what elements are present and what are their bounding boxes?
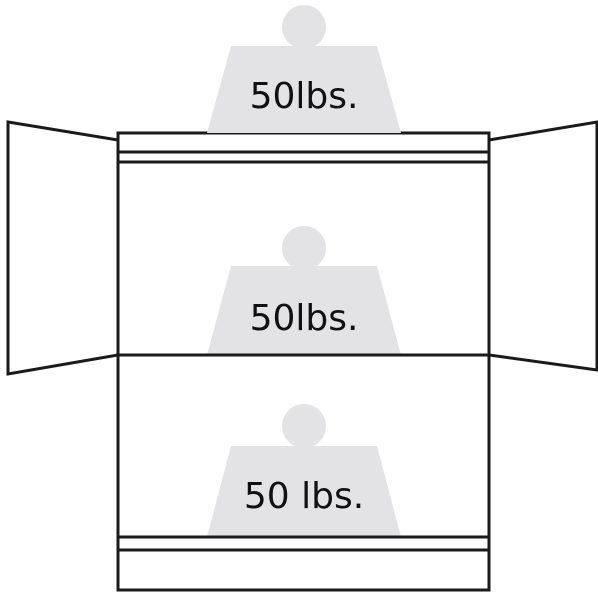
- weight-bottom: 50 lbs.: [207, 404, 401, 537]
- weight-top-handle: [282, 5, 326, 49]
- weight-bottom-label: 50 lbs.: [244, 476, 364, 517]
- left-door: [6, 120, 120, 376]
- weight-bottom-body: [207, 446, 401, 537]
- weight-middle-label: 50lbs.: [250, 298, 359, 339]
- weight-top-label: 50lbs.: [250, 76, 359, 117]
- weight-middle-handle: [282, 226, 326, 270]
- weight-middle: 50lbs.: [207, 226, 401, 355]
- weight-top: 50lbs.: [207, 5, 401, 133]
- weight-top-body: [207, 46, 401, 133]
- weight-bottom-handle: [282, 404, 326, 448]
- weight-middle-body: [207, 266, 401, 355]
- right-door: [487, 120, 598, 372]
